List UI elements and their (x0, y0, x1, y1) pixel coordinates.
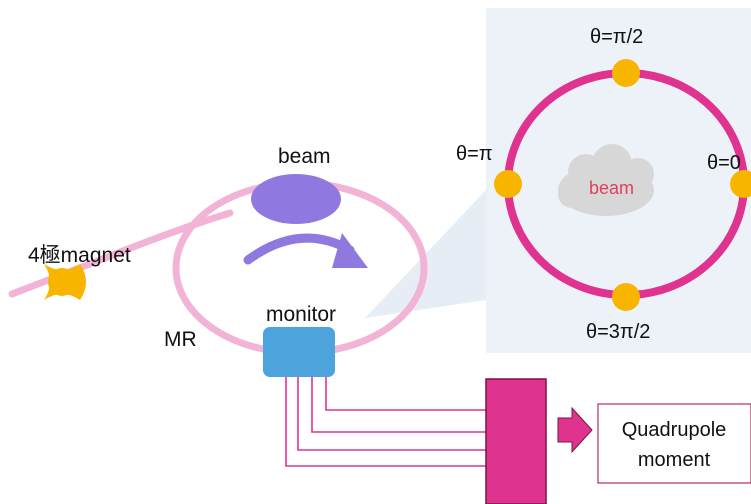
inner-beam-label: beam (589, 178, 634, 198)
circulation-arrowhead-icon (332, 233, 368, 268)
monitor-label: monitor (266, 303, 336, 326)
theta-top-label: θ=π/2 (590, 26, 643, 48)
magnet-label: 4極magnet (28, 244, 131, 267)
mr-label: MR (164, 328, 197, 351)
output-arrow-icon (557, 406, 593, 454)
beam-monitor (263, 327, 335, 377)
signal-processor (485, 378, 547, 504)
beam-transport-line (8, 209, 234, 298)
electrode-left (494, 170, 522, 198)
beam-label: beam (278, 145, 331, 168)
electrode-top (612, 59, 640, 87)
output-label-line2: moment (638, 449, 711, 471)
quadrupole-moment-box (597, 403, 751, 484)
output-label-line1: Quadrupole (622, 419, 727, 441)
beam-bunch (251, 174, 341, 224)
signal-lines (285, 372, 486, 467)
beam-cloud (558, 144, 654, 216)
theta-right-label: θ=0 (707, 152, 741, 174)
electrode-right (730, 170, 751, 198)
theta-left-label: θ=π (456, 143, 493, 165)
theta-bottom-label: θ=3π/2 (586, 321, 650, 343)
electrode-bottom (612, 283, 640, 311)
circulation-arrow (243, 233, 355, 265)
quadrupole-magnet-core (48, 268, 76, 296)
